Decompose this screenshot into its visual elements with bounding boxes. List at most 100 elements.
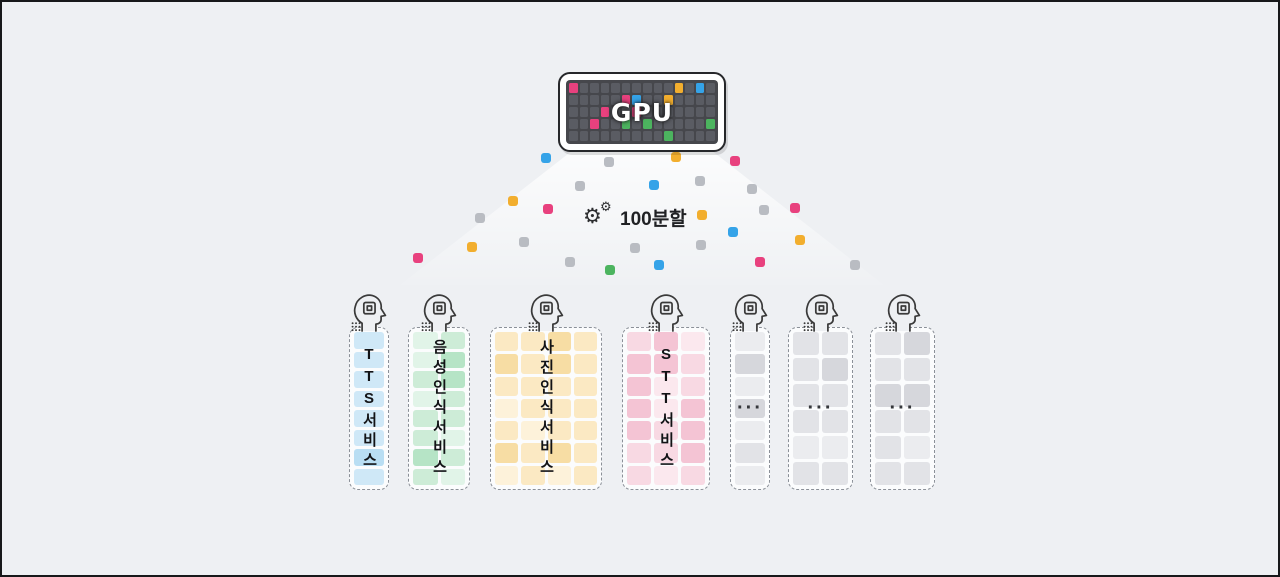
resource-tile [793, 410, 819, 433]
resource-tile [875, 436, 901, 459]
scatter-square [565, 257, 575, 267]
service-tiles [875, 332, 930, 485]
resource-tile [904, 384, 930, 407]
scatter-square [755, 257, 765, 267]
scatter-square [795, 235, 805, 245]
resource-tile [822, 358, 848, 381]
service-label-text: ··· [889, 397, 916, 419]
gpu-cell [579, 83, 589, 93]
resource-tile [681, 376, 705, 396]
gpu-box: GPU [558, 72, 726, 152]
gpu-cell [695, 119, 705, 129]
gpu-cell [695, 95, 705, 105]
gpu-cell [653, 131, 663, 141]
resource-tile [875, 462, 901, 485]
resource-tile [440, 351, 465, 368]
resource-tile [413, 390, 438, 407]
gear-small-glyph: ⚙ [600, 200, 612, 215]
resource-tile [573, 354, 597, 374]
gpu-cell [642, 83, 652, 93]
resource-tile [654, 398, 678, 419]
resource-tile [904, 462, 930, 485]
service-label-text: ··· [737, 397, 763, 419]
gpu-cell [685, 95, 694, 105]
gpu-cell [664, 83, 673, 93]
gpu-cell [569, 95, 578, 105]
gpu-cell [611, 131, 620, 141]
resource-tile [440, 371, 465, 388]
resource-tile [904, 436, 930, 459]
service-label-text: TTS서비스 [360, 345, 378, 472]
resource-tile [904, 358, 930, 381]
ai-head-icon [884, 291, 922, 333]
gpu-cell [579, 95, 589, 105]
scatter-square [575, 181, 585, 191]
scatter-square [630, 243, 640, 253]
service-label-text: ··· [807, 397, 834, 419]
gpu-cell [600, 107, 610, 117]
gpu-cell [642, 119, 652, 129]
gpu-cell [611, 83, 620, 93]
gpu-cell [653, 83, 663, 93]
gpu-cell [621, 83, 631, 93]
service-label-text: STT서비스 [657, 345, 675, 472]
gpu-cell [579, 131, 589, 141]
resource-tile [547, 421, 571, 441]
gpu-cell [590, 107, 599, 117]
resource-tile [627, 465, 651, 485]
resource-tile [822, 410, 848, 433]
resource-tile [521, 421, 545, 441]
resource-tile [654, 332, 678, 352]
service-label: ··· [871, 328, 934, 489]
resource-tile [627, 376, 651, 396]
resource-tile [547, 443, 571, 463]
service-label: ··· [789, 328, 852, 489]
resource-tile [440, 429, 465, 446]
gpu-cell [674, 95, 684, 105]
gpu-cell [706, 95, 715, 105]
scatter-square [654, 260, 664, 270]
resource-tile [547, 398, 571, 419]
resource-tile [413, 410, 438, 427]
resource-tile [654, 354, 678, 374]
resource-tile [440, 449, 465, 466]
gpu-cell [685, 83, 694, 93]
resource-tile [654, 443, 678, 463]
gpu-cell [621, 95, 631, 105]
scatter-square [519, 237, 529, 247]
resource-tile [735, 354, 765, 374]
resource-tile [573, 398, 597, 419]
resource-tile [627, 421, 651, 441]
resource-tile [875, 384, 901, 407]
scatter-square [790, 203, 800, 213]
resource-tile [521, 332, 545, 352]
gpu-cell [611, 95, 620, 105]
resource-tile [413, 371, 438, 388]
resource-tile [495, 443, 519, 463]
resource-tile [735, 376, 765, 396]
service-card-voice-recognition: 음성인식서비스 [408, 294, 470, 490]
gpu-cell [590, 83, 599, 93]
scatter-square [467, 242, 477, 252]
resource-tile [822, 462, 848, 485]
scatter-square [759, 205, 769, 215]
gpu-cell [674, 107, 684, 117]
resource-tile [521, 443, 545, 463]
resource-tile [793, 332, 819, 355]
ai-head-icon [527, 291, 565, 333]
gpu-cell [632, 131, 641, 141]
resource-tile [904, 332, 930, 355]
resource-tile [547, 332, 571, 352]
resource-tile [681, 354, 705, 374]
service-tiles [793, 332, 848, 485]
service-card-etc-1: ··· [730, 294, 770, 490]
gpu-cell [611, 119, 620, 129]
scatter-square [730, 156, 740, 166]
resource-tile [547, 376, 571, 396]
resource-tile [354, 468, 384, 485]
gpu-cell [653, 119, 663, 129]
gpu-cell [569, 83, 578, 93]
gpu-cell [632, 95, 641, 105]
